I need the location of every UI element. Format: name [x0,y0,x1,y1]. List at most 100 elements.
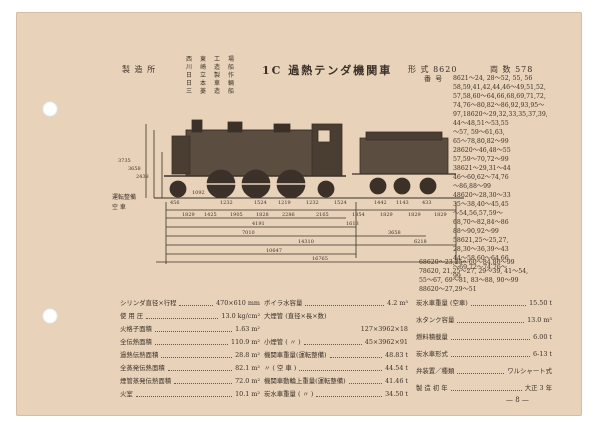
leader-dots [136,388,232,397]
dim-row5: 10647 [266,248,282,254]
leader-dots [146,310,218,319]
makers-col-2: 東 崎 立 本 菱 [200,56,207,95]
wheel-dim: 1092 [192,190,205,196]
wheel-dim: 1219 [278,200,291,206]
leader-dots [451,348,530,357]
numbers-list-continued: 68620～23,25～60～84,86～99 78620, 21,25～27,… [419,259,529,293]
spec-value: 82.1 m² [235,364,260,372]
leader-dots [155,323,232,332]
wheel-dim: 456 [170,200,180,206]
spec-label: 火室 [120,390,133,398]
spec-label: 炭水車形式 [416,350,448,358]
spec-label: シリンダ直径×行程 [120,299,177,307]
spec-label: 炭水車重量 ( 〃 ) [264,390,314,398]
spec-value: 13.0 kg/cm² [221,312,260,320]
leader-dots [299,362,382,371]
dim-row3: 3658 [388,230,401,236]
count-label: 両 数 578 [490,65,534,74]
spec-row: 製 造 初 年大正 3 年 [416,382,552,395]
binder-hole-bottom [42,308,58,324]
locomotive-drawing [145,119,466,264]
makers-col-1: 西 川 日 日 三 [186,56,193,95]
spec-row: 機関車重量(運転整備) 48.83 t [264,349,408,362]
wheel-dim: 1232 [306,200,319,206]
dim-height-3: 2438 [136,174,149,180]
dim-row1: 1829 [434,212,447,218]
leader-dots [168,362,232,371]
makers-col-4: 場 船 作 輛 船 [228,56,235,95]
dim-row1: 2165 [316,212,329,218]
binder-hole-top [42,101,58,117]
spec-label: 機関車重量(運転整備) [264,351,327,359]
leader-dots [316,388,382,397]
spec-row: 機関車動輪上重量(運転整備) 41.46 t [264,375,408,388]
spec-row: 火格子面積 1.63 m² [120,323,260,336]
spec-value: 13.0 m³ [527,316,552,324]
dim-row4: 6218 [414,239,427,245]
makers-col-3: 工 造 製 車 造 [214,56,221,95]
dim-row1: 1905 [230,212,243,218]
dim-row2: 1613 [346,221,359,227]
spec-label: 過熱伝熱面積 [120,351,159,359]
spec-label: 水タンク容量 [416,316,455,324]
numbers-label: 番 号 [424,75,444,83]
wheel-dim: 1143 [396,200,409,206]
dim-row1: 1829 [182,212,195,218]
dim-height-1: 3735 [118,158,131,164]
leader-dots [330,349,382,358]
leader-dots [451,382,522,391]
dim-row3: 7010 [242,230,255,236]
spec-label: 機関車動輪上重量(運転整備) [264,377,346,385]
spec-value: 44.54 t [385,364,408,372]
spec-value: 110.9 m² [231,338,260,346]
maker-label: 製 造 所 [122,65,157,74]
spec-value: 127×3962×18 [360,325,408,333]
spec-value: 4.2 m³ [387,299,408,307]
spec-label: 全蒸発伝熱面積 [120,364,165,372]
spec-row: 火室 10.1 m² [120,388,260,401]
spec-value: 41.46 t [385,377,408,385]
type-label: 形 式 8620 [408,65,458,74]
leader-dots [457,314,524,323]
spec-value: 48.83 t [385,351,408,359]
spec-card: 製 造 所 西 川 日 日 三 東 崎 立 本 菱 工 造 製 車 造 場 船 … [16,12,582,416]
spec-row: 大煙管 (直径×長×数) [264,310,408,323]
dim-row1: 2286 [282,212,295,218]
spec-label: 使 用 圧 [120,312,144,320]
wheel-dim: 433 [422,200,432,206]
page-title: 1C 過熱テンダ機関車 [262,64,393,77]
spec-label: 製 造 初 年 [416,384,448,392]
spec-label: 弁装置／種類 [416,367,455,375]
spec-row: 127×3962×18 [264,323,408,336]
leader-dots [451,331,530,340]
spec-label: 炭水車重量 (空車) [416,299,468,307]
wheel-dim: 1442 [374,200,387,206]
spec-value: 45×3962×91 [364,338,408,346]
dim-row2: 4191 [252,221,265,227]
leader-dots [155,336,228,345]
wheel-dim: 1524 [334,200,347,206]
spec-label: 火格子面積 [120,325,152,333]
spec-row: 弁装置／種類ワルシャート式 [416,365,552,378]
dim-row1: 1829 [408,212,421,218]
spec-row: 炭水車重量 (空車)15.50 t [416,297,552,310]
numbers-list: 8621～24, 28～52, 55, 56 58,59,41,42,44,46… [453,75,548,280]
dim-height-2: 3658 [128,166,141,172]
spec-value: 1.63 m² [235,325,260,333]
wheel-dim: 1232 [220,200,233,206]
spec-row: 小煙管 ( 〃 )45×3962×91 [264,336,408,349]
spec-row: 使 用 圧 13.0 kg/cm² [120,310,260,323]
dim-row1: 1425 [204,212,217,218]
spec-value: 10.1 m² [235,390,260,398]
spec-label: 大煙管 (直径×長×数) [264,312,327,320]
leader-dots [304,336,362,345]
